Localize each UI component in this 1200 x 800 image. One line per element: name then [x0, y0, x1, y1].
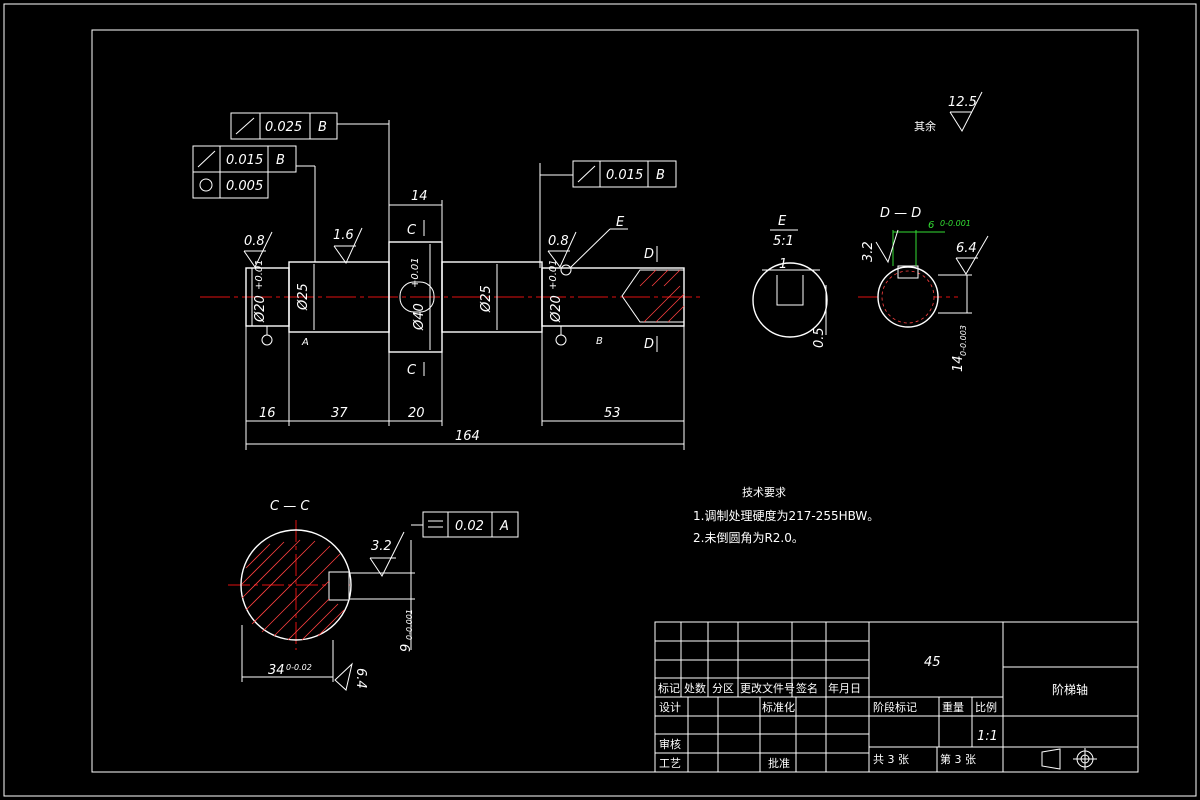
svg-text:3.2: 3.2 [371, 539, 392, 554]
dia-25a: Ø25 [296, 283, 311, 311]
title-block: 45 阶梯轴 标记 处数 分区 更改文件号 签名 年月日 设计 标准化 阶段标记… [654, 621, 1139, 773]
section-c-bottom-label: C [407, 363, 417, 378]
svg-text:0-0.02: 0-0.02 [286, 663, 312, 672]
part-name: 阶梯轴 [1052, 682, 1088, 697]
svg-text:0-0.001: 0-0.001 [940, 219, 971, 228]
drawing-frame [91, 29, 1139, 773]
detail-e-view: E 5:1 1 0.5 [752, 214, 828, 348]
tol-left: +0.01 [254, 259, 265, 290]
svg-text:审核: 审核 [659, 737, 681, 751]
projection-symbol-icon [1041, 748, 1061, 770]
svg-text:3.2: 3.2 [861, 241, 876, 262]
svg-text:6: 6 [928, 220, 934, 231]
roughness-left-end: 0.8 [243, 231, 273, 268]
svg-text:工艺: 工艺 [659, 757, 681, 770]
tol-right: +0.01 [548, 259, 559, 290]
parallelism-value: 0.02 [455, 519, 484, 534]
svg-text:设计: 设计 [659, 701, 681, 714]
section-c-top-label: C [407, 223, 417, 238]
svg-text:9: 9 [399, 644, 414, 652]
section-cc-view: C — C 9 0-0.001 3.2 0.02 A 34 0- [228, 499, 519, 691]
runout-left-value: 0.015 [226, 153, 263, 168]
svg-text:1.6: 1.6 [333, 228, 354, 243]
dia-40: Ø40 [412, 303, 427, 331]
runout-right-datum: B [656, 168, 665, 183]
length-dims: 16 37 20 53 164 14 [245, 189, 685, 450]
runout-frame-left: 0.015 B 0.005 [192, 145, 316, 262]
section-d-bottom-label: D [644, 337, 654, 352]
len-20: 20 [408, 406, 425, 421]
datum-b-label: B [596, 336, 603, 347]
runout-right-value: 0.015 [606, 168, 643, 183]
svg-text:0-0.001: 0-0.001 [405, 609, 414, 640]
svg-text:14: 14 [951, 355, 966, 372]
runout-top-value: 0.025 [265, 120, 302, 135]
svg-text:0.8: 0.8 [244, 234, 265, 249]
svg-text:C — C: C — C [270, 499, 310, 514]
svg-text:D — D: D — D [880, 206, 921, 221]
runout-top-datum: B [318, 120, 327, 135]
shaft-main-view [200, 200, 700, 353]
svg-text:分区: 分区 [712, 682, 734, 695]
dia-left: Ø20 [253, 295, 268, 323]
svg-text:5:1: 5:1 [773, 234, 794, 249]
dia-25b: Ø25 [479, 285, 494, 313]
len-164: 164 [455, 429, 480, 444]
svg-text:0-0.003: 0-0.003 [959, 325, 968, 356]
len-16: 16 [259, 406, 276, 421]
svg-text:E: E [778, 214, 787, 229]
svg-text:6.4: 6.4 [353, 668, 368, 689]
tech-requirements: 技术要求 1.调制处理硬度为217-255HBW。 2.未倒圆角为R2.0。 [693, 486, 879, 545]
roughness-shaft-a: 1.6 [333, 227, 363, 264]
svg-text:更改文件号: 更改文件号 [740, 681, 795, 695]
svg-text:0.5: 0.5 [812, 327, 827, 348]
svg-text:阶段标记: 阶段标记 [873, 700, 917, 714]
section-dd-view: D — D 6 0-0.001 3.2 6.4 14 0-0.003 [858, 206, 989, 372]
svg-text:比例: 比例 [975, 700, 997, 714]
svg-text:1: 1 [779, 257, 787, 272]
roughness-right-end: 0.8 [547, 231, 577, 268]
svg-text:其余: 其余 [914, 119, 936, 133]
len-37: 37 [331, 406, 348, 421]
detail-e-label: E [616, 215, 625, 230]
svg-text:12.5: 12.5 [948, 95, 977, 110]
tech-line-1: 1.调制处理硬度为217-255HBW。 [693, 508, 879, 523]
outer-sheet-border [3, 3, 1197, 797]
svg-text:签名: 签名 [796, 681, 818, 695]
runout-frame-top: 0.025 B [230, 112, 390, 242]
material-value: 45 [924, 655, 941, 670]
tech-line-2: 2.未倒圆角为R2.0。 [693, 531, 804, 545]
svg-text:34: 34 [268, 663, 285, 678]
tech-title: 技术要求 [742, 486, 786, 499]
len-14: 14 [411, 189, 428, 204]
len-53: 53 [604, 406, 621, 421]
svg-text:标记: 标记 [658, 681, 680, 695]
scale-value: 1:1 [977, 729, 998, 744]
svg-text:第 3 张: 第 3 张 [940, 752, 976, 766]
datum-a-label: A [301, 337, 309, 348]
svg-text:年月日: 年月日 [828, 681, 861, 695]
runout-left-datum: B [276, 153, 285, 168]
svg-text:处数: 处数 [684, 682, 706, 695]
section-d-top-label: D [644, 247, 654, 262]
runout-frame-right: 0.015 B [539, 160, 677, 268]
svg-text:批准: 批准 [768, 756, 790, 770]
svg-text:共 3 张: 共 3 张 [873, 753, 909, 766]
svg-text:标准化: 标准化 [762, 700, 795, 714]
svg-text:0.8: 0.8 [548, 234, 569, 249]
svg-text:6.4: 6.4 [956, 241, 977, 256]
dia-right: Ø20 [549, 295, 564, 323]
tol-40: +0.01 [410, 257, 421, 288]
svg-text:重量: 重量 [942, 700, 964, 714]
cylindricity-left-value: 0.005 [226, 179, 263, 194]
parallelism-datum: A [499, 519, 509, 534]
roughness-other: 12.5 其余 [914, 91, 983, 133]
